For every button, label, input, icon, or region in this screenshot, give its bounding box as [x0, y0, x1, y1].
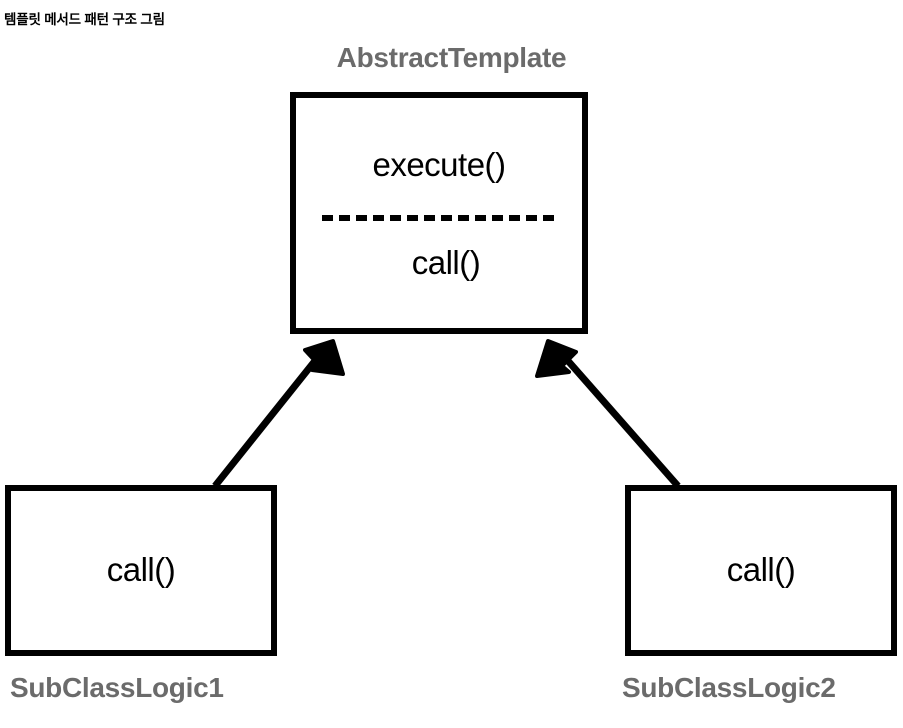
inheritance-arrow-right-head [535, 339, 578, 378]
class-box-subclass-logic-2 [625, 485, 897, 656]
inheritance-arrow-right [535, 339, 681, 489]
inheritance-arrow-left-shaft [212, 349, 325, 489]
class-box-subclass-logic-1 [5, 485, 277, 656]
inheritance-arrow-left-head [303, 339, 345, 376]
class-title-subclass-logic-2: SubClassLogic2 [622, 672, 836, 703]
class-member-call-subclass-1: call() [106, 551, 176, 588]
class-box-abstract-template [290, 92, 588, 334]
inheritance-arrow-left [212, 339, 345, 489]
class-title-subclass-logic-1: SubClassLogic1 [10, 672, 224, 703]
class-member-execute: execute() [372, 146, 506, 183]
class-title-abstract-template: AbstractTemplate [336, 42, 567, 73]
inheritance-arrow-right-shaft [559, 351, 681, 489]
diagram-caption: 템플릿 메서드 패턴 구조 그림 [4, 12, 165, 27]
class-member-call-abstract: call() [411, 244, 481, 281]
class-member-call-subclass-2: call() [726, 551, 796, 588]
